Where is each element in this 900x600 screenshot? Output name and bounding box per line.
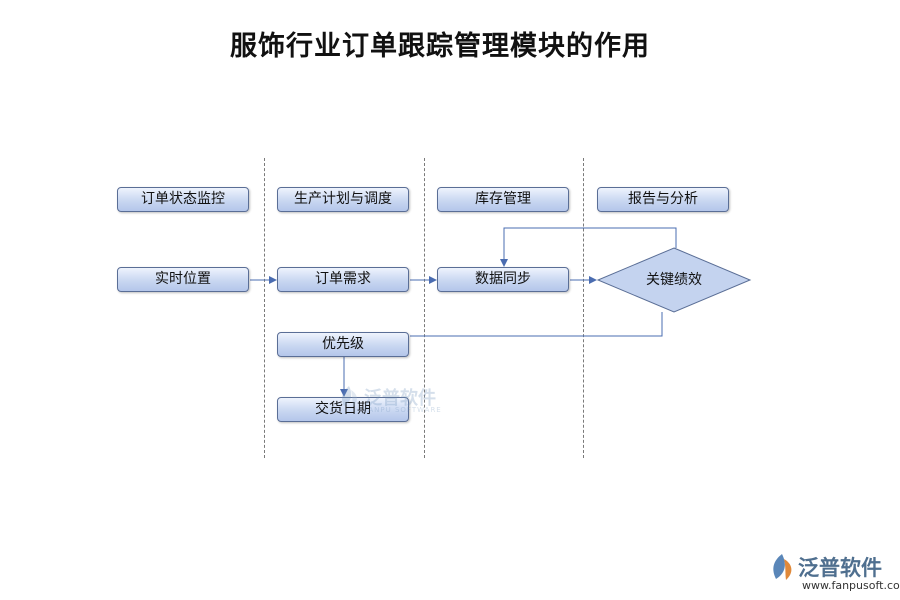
node-data-sync: 数据同步 [437,267,569,292]
node-priority: 优先级 [277,332,409,357]
watermark-logo-icon [341,386,357,407]
watermark: 泛普软件 FANPU SOFTWARE [338,384,441,414]
kpi-diamond-shape [596,247,752,313]
line-kpi-to-priority [410,312,663,337]
watermark-subtext: FANPU SOFTWARE [364,406,442,414]
brand-logo: 泛普软件 www.fanpusoft.com [768,552,900,596]
node-order-demand: 订单需求 [277,267,409,292]
arrow-kpi-to-sync-feedback [500,227,677,267]
lane-divider-3 [583,158,584,458]
brand-logo-url: www.fanpusoft.com [802,579,900,592]
node-delivery-date: 交货日期 [277,397,409,422]
node-kpi-label: 关键绩效 [646,272,702,288]
brand-logo-icon [773,554,792,580]
lane-divider-1 [264,158,265,458]
page-title: 服饰行业订单跟踪管理模块的作用 [230,31,650,62]
node-realtime-location: 实时位置 [117,267,249,292]
lane-header-inventory: 库存管理 [437,187,569,212]
lane-header-order-status: 订单状态监控 [117,187,249,212]
lane-header-production: 生产计划与调度 [277,187,409,212]
brand-logo-text: 泛普软件 [798,556,882,580]
lane-header-report: 报告与分析 [597,187,729,212]
lane-divider-2 [424,158,425,458]
watermark-text: 泛普软件 [364,388,436,409]
